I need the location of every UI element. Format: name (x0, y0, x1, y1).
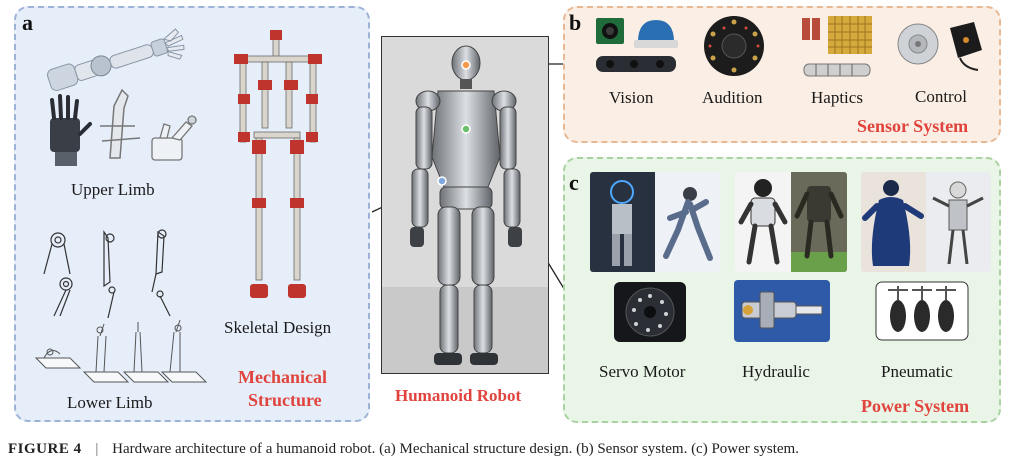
haptics-sensor-icon (802, 16, 872, 77)
upper-limb-illustration (47, 28, 197, 166)
servo-motor-label: Servo Motor (599, 362, 686, 381)
power-system-title: Power System (861, 396, 970, 416)
lower-limb-illustration (34, 229, 208, 383)
pneumatic-robots-photo (861, 172, 991, 272)
mechanical-structure-title-2: Structure (248, 390, 322, 410)
hydraulic-icon (734, 280, 830, 342)
figure-number: FIGURE 4 (8, 441, 82, 457)
humanoid-robot-label: Humanoid Robot (395, 386, 522, 405)
audition-label: Audition (702, 88, 763, 107)
lower-limb-label: Lower Limb (67, 393, 153, 412)
panel-b-letter: b (569, 10, 582, 35)
hydraulic-robots-photo (735, 172, 847, 272)
audition-sensor-icon (704, 16, 764, 76)
control-label: Control (915, 87, 967, 106)
vision-label: Vision (609, 88, 654, 107)
pneumatic-label: Pneumatic (881, 362, 953, 381)
pneumatic-icon (875, 281, 969, 341)
hydraulic-label: Hydraulic (742, 362, 810, 381)
caption-text: Hardware architecture of a humanoid robo… (112, 441, 799, 457)
servo-robots-photo (590, 172, 720, 272)
panel-c-letter: c (569, 170, 579, 195)
haptics-label: Haptics (811, 88, 863, 107)
vision-sensor-icon (596, 18, 678, 72)
upper-limb-label: Upper Limb (71, 180, 155, 199)
skeletal-design-label: Skeletal Design (224, 318, 332, 337)
panel-a-letter: a (22, 10, 33, 35)
humanoid-robot-photo (381, 36, 549, 374)
control-sensor-icon (897, 22, 982, 71)
sensor-system-title: Sensor System (857, 116, 969, 136)
mechanical-structure-title-1: Mechanical (238, 367, 327, 387)
skeletal-design-illustration (234, 30, 322, 298)
caption-separator: | (95, 441, 99, 457)
figure-caption: FIGURE 4 | Hardware architecture of a hu… (8, 441, 799, 458)
servo-motor-icon (614, 282, 686, 342)
